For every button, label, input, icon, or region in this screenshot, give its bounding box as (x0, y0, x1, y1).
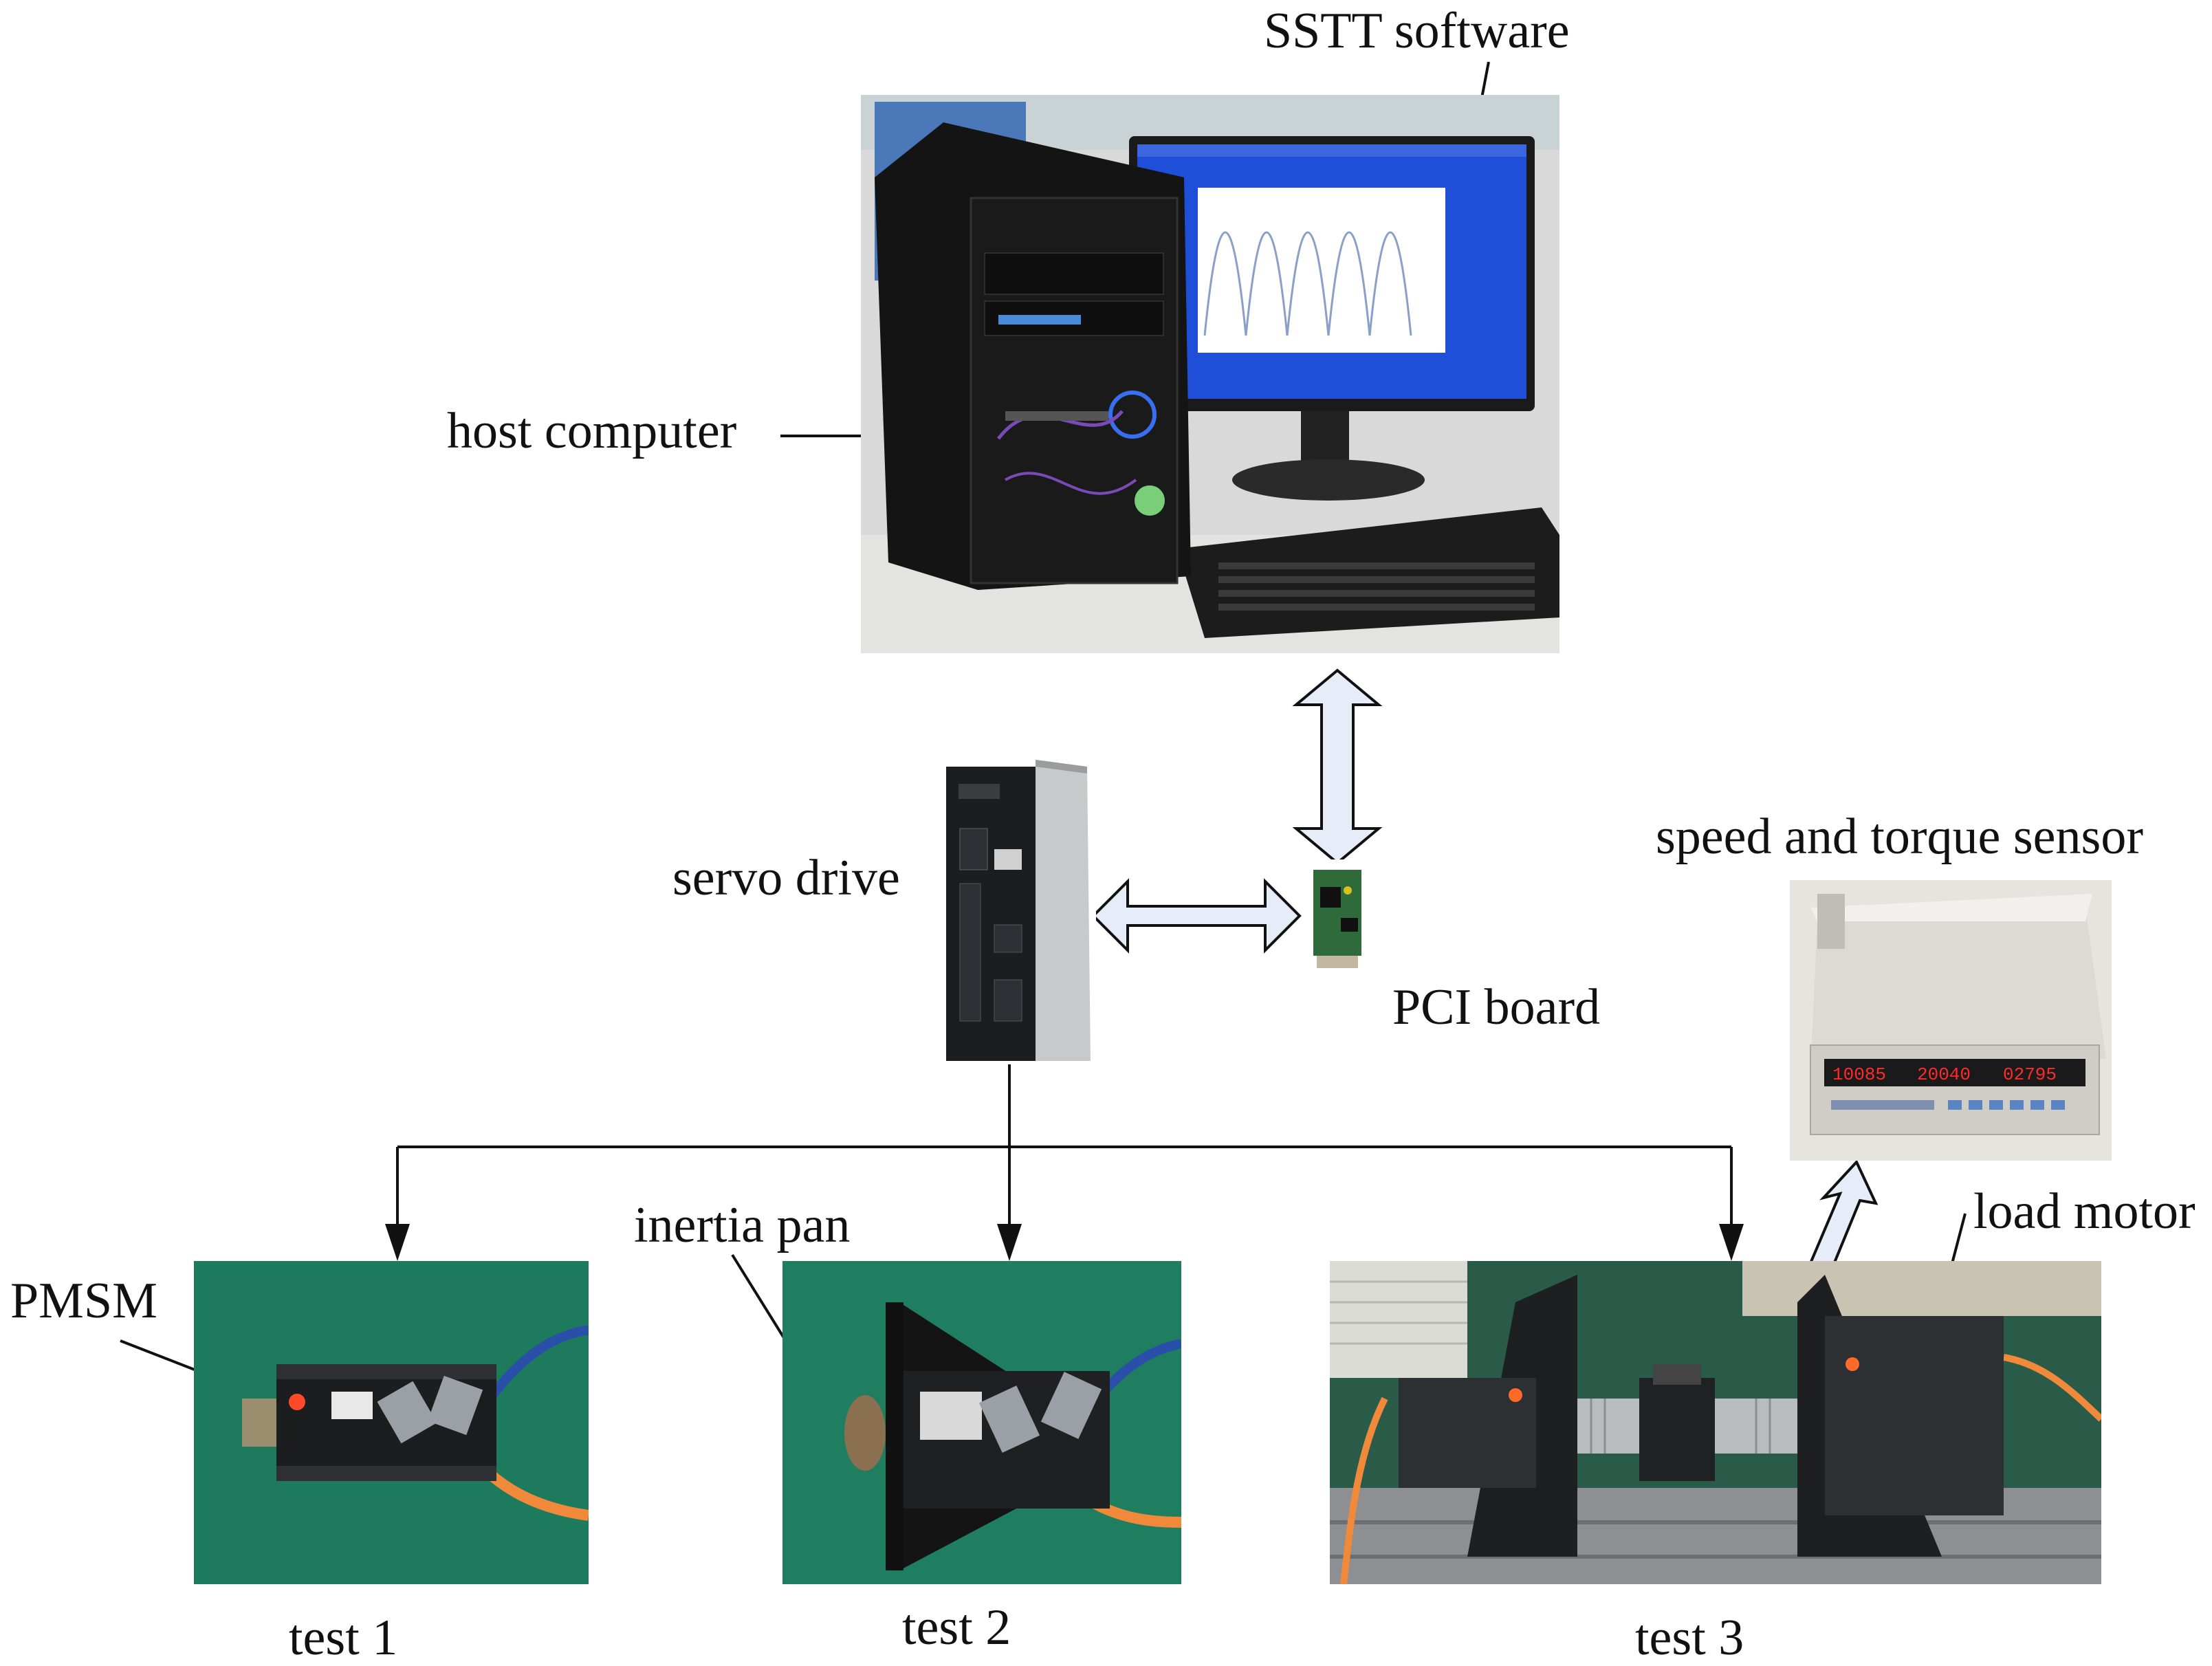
servo-pci-double-arrow (1091, 878, 1302, 954)
speed-torque-sensor-label: speed and torque sensor (1656, 809, 2143, 865)
speed-torque-sensor-photo: 10085 20040 02795 (1790, 880, 2112, 1161)
pci-board-photo (1306, 859, 1368, 971)
test3-photo (1330, 1261, 2101, 1584)
sensor-readout-2: 20040 (1917, 1064, 1971, 1085)
load-motor-label: load motor (1973, 1183, 2195, 1240)
servo-drive-label: servo drive (672, 850, 900, 906)
inertia-pan-label: inertia pan (634, 1197, 851, 1253)
sstt-software-label: SSTT software (1264, 3, 1570, 59)
test2-label: test 2 (902, 1599, 1011, 1656)
test3-label: test 3 (1635, 1610, 1744, 1666)
servo-drive-photo (946, 746, 1096, 1061)
sensor-readout-1: 10085 (1832, 1064, 1886, 1085)
pmsm-label: PMSM (10, 1273, 157, 1329)
host-computer-photo (861, 95, 1559, 653)
test2-photo (782, 1261, 1181, 1584)
pci-board-label: PCI board (1392, 979, 1601, 1035)
sensor-readout-3: 02795 (2003, 1064, 2057, 1085)
test1-photo (194, 1261, 589, 1584)
host-pci-double-arrow (1292, 668, 1383, 865)
host-computer-label: host computer (447, 403, 737, 459)
test1-label: test 1 (289, 1610, 398, 1666)
